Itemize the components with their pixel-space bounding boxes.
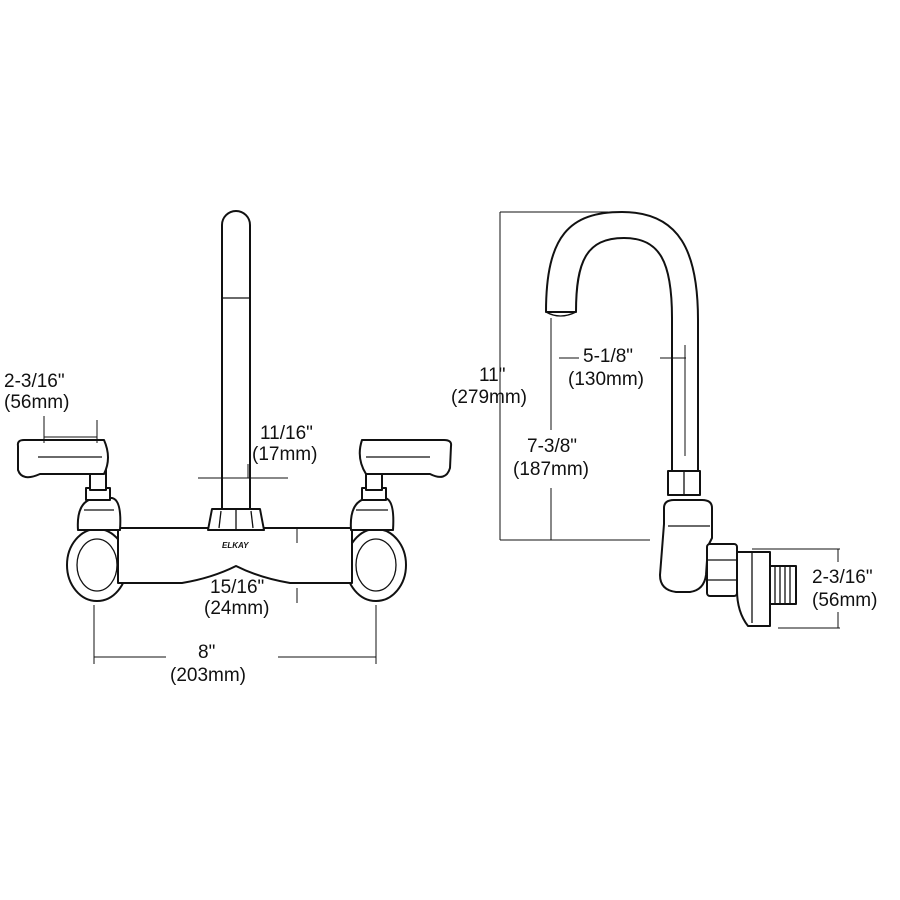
inlet-projection-metric: (56mm) — [812, 590, 877, 611]
spout-clearance-imperial: 7-3/8" — [527, 436, 577, 457]
side-view: 11" (279mm) 7-3/8" (187mm) 5-1/8" (130mm… — [451, 211, 877, 629]
spout-clearance-metric: (187mm) — [513, 459, 589, 480]
right-valve — [349, 469, 395, 531]
spout-reach-metric: (130mm) — [568, 369, 644, 390]
side-valve-body — [659, 499, 713, 593]
front-view: ELKAY 2-3/16" (56mm) — [4, 210, 453, 686]
right-lever-handle — [358, 439, 453, 478]
faucet-body — [117, 527, 353, 584]
handle-spacing-metric: (56mm) — [4, 392, 69, 413]
brand-logo: ELKAY — [222, 541, 249, 550]
spout-diameter-metric: (17mm) — [252, 444, 317, 465]
spout-reach-imperial: 5-1/8" — [583, 346, 633, 367]
side-inlet-fitting — [736, 551, 771, 627]
body-height-imperial: 15/16" — [210, 577, 264, 598]
dim-handle-spacing — [43, 416, 98, 443]
overall-height-imperial: 11" — [479, 365, 505, 386]
dim-spout-reach — [559, 345, 686, 456]
dim-centers — [93, 605, 377, 664]
side-threaded-inlet — [769, 565, 797, 605]
side-hex-nut — [706, 543, 738, 597]
inlet-projection-imperial: 2-3/16" — [812, 567, 873, 588]
centers-metric: (203mm) — [170, 665, 246, 686]
handle-spacing-imperial: 2-3/16" — [4, 371, 65, 392]
dim-overall-height — [499, 211, 650, 541]
gooseneck-spout-side — [545, 211, 699, 477]
dim-inlet-projection — [752, 548, 840, 629]
right-wall-flange — [345, 528, 407, 602]
left-lever-handle — [16, 439, 109, 479]
gooseneck-spout-front — [221, 210, 251, 516]
spout-diameter-imperial: 11/16" — [260, 423, 313, 444]
centers-imperial: 8" — [198, 642, 215, 663]
left-valve — [76, 469, 122, 531]
dim-spout-diameter — [198, 464, 288, 479]
body-height-metric: (24mm) — [204, 598, 269, 619]
overall-height-metric: (279mm) — [451, 387, 527, 408]
